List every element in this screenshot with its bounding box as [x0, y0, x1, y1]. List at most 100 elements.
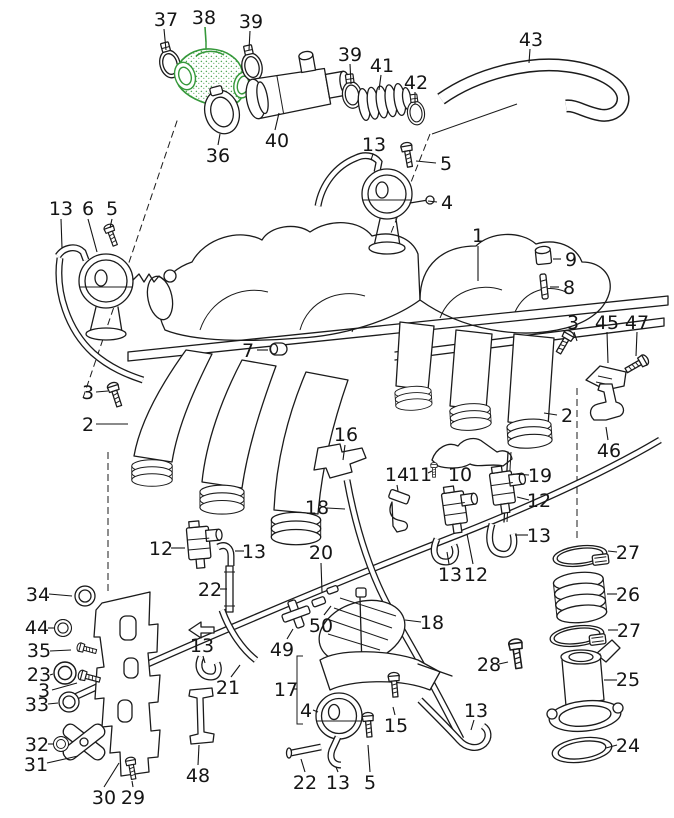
leader-line-23 [49, 673, 54, 676]
leader-line-13 [60, 218, 63, 249]
runner-ring-right-3 [505, 417, 554, 451]
runner-ring-left-2 [199, 484, 245, 515]
bolt-part-28 [507, 637, 527, 670]
part-label-1: 1 [472, 225, 484, 247]
hose-13-top-inner [315, 153, 382, 207]
runner-ring-right-1 [393, 384, 433, 412]
hose-part-43-inner [438, 59, 628, 121]
part-label-18: 18 [305, 497, 329, 519]
grommet-part-34 [74, 585, 96, 607]
screw-part-3-left [105, 380, 126, 409]
plenum-left [157, 221, 421, 342]
resonator-part-40 [245, 50, 352, 120]
bellows-part-41 [357, 82, 412, 122]
part-label-50: 50 [309, 615, 333, 637]
hose-13-cluster-left-inner [217, 543, 234, 566]
part-label-28: 28 [477, 654, 501, 676]
part-label-31: 31 [24, 754, 48, 776]
hose-13-bottom-right-inner [418, 698, 491, 750]
support-rail [127, 295, 669, 362]
leader-line-2 [543, 412, 558, 416]
leader-line-16 [342, 444, 346, 461]
hose-13-bottom-elbow-inner [328, 736, 342, 768]
leader-line-11 [427, 470, 433, 474]
cap-part-7 [269, 342, 288, 356]
leader-line-27 [607, 550, 618, 553]
runner-ring-left-1 [131, 459, 173, 487]
part-label-22: 22 [293, 772, 317, 794]
leader-line-47 [635, 331, 638, 357]
bracket-part-16 [313, 443, 367, 479]
leader-line-15 [392, 706, 396, 716]
leader-line-28 [498, 661, 509, 665]
leader-line-35 [49, 649, 72, 652]
part-label-38: 38 [192, 7, 216, 29]
part-label-42: 42 [404, 72, 428, 94]
runner-right-2 [449, 329, 493, 411]
bellows-part-26 [552, 571, 608, 624]
plenum-right [419, 233, 611, 334]
part-label-12: 12 [149, 538, 173, 560]
part-label-20: 20 [309, 542, 333, 564]
part-label-4: 4 [300, 700, 312, 722]
part-label-13: 13 [438, 564, 462, 586]
cross-fitting-part-49 [281, 599, 311, 629]
part-label-3: 3 [567, 312, 579, 334]
fitting-part-14 [388, 488, 411, 533]
part-label-43: 43 [519, 29, 543, 51]
part-label-12: 12 [527, 490, 551, 512]
leader-line-22 [300, 758, 306, 773]
part-label-49: 49 [270, 639, 294, 661]
leader-line-13 [370, 153, 374, 161]
screw-5-top [399, 141, 417, 169]
air-hose-stack-right [507, 542, 624, 764]
vacuum-actuator-left [55, 222, 177, 384]
hose-part-21-inner [219, 609, 258, 662]
part-label-40: 40 [265, 130, 289, 152]
part-label-35: 35 [27, 640, 51, 662]
tube-part-22b [285, 743, 322, 759]
part-label-29: 29 [121, 787, 145, 809]
spring-linkage [132, 273, 165, 283]
rod-part-4-top [409, 195, 435, 205]
sleeve-part-36 [203, 85, 241, 135]
part-label-27: 27 [616, 542, 640, 564]
seal-ring-part-24 [551, 736, 613, 764]
grommet-part-44 [53, 618, 73, 638]
leader-line-13 [446, 551, 450, 565]
part-label-18: 18 [420, 612, 444, 634]
grommet-part-32 [53, 736, 69, 752]
air-valve-assembly [285, 587, 453, 769]
leader-line-34 [48, 593, 73, 597]
leader-line-50 [323, 605, 332, 616]
hose-13-j-center-inner [432, 538, 458, 565]
leader-line-43 [528, 48, 531, 64]
part-label-25: 25 [616, 669, 640, 691]
part-label-8: 8 [563, 277, 575, 299]
part-label-2: 2 [82, 414, 94, 436]
part-label-13: 13 [242, 541, 266, 563]
leader-line-12 [516, 496, 530, 501]
part-label-5: 5 [364, 772, 376, 794]
hose-13-left [55, 244, 145, 384]
leader-line-19 [512, 473, 530, 476]
runner-ring-right-2 [448, 401, 493, 433]
leader-line-21 [230, 664, 241, 678]
direction-arrow [188, 621, 215, 639]
part-label-12: 12 [464, 564, 488, 586]
part-label-6: 6 [82, 198, 94, 220]
leader-line-14 [396, 484, 399, 492]
screw-5-left [102, 222, 121, 248]
construction-lines [82, 103, 578, 725]
leader-line-12 [466, 533, 474, 565]
hose-clamp-27-upper [551, 542, 610, 571]
leader-line-3 [51, 682, 78, 691]
valve-bracket [319, 651, 441, 691]
leader-line-4 [427, 200, 438, 203]
part-label-41: 41 [370, 55, 394, 77]
leader-line-3 [95, 390, 109, 393]
grommet-part-33 [58, 691, 80, 713]
part-label-13: 13 [326, 772, 350, 794]
part-label-5: 5 [106, 198, 118, 220]
runner-left-1 [133, 349, 213, 463]
